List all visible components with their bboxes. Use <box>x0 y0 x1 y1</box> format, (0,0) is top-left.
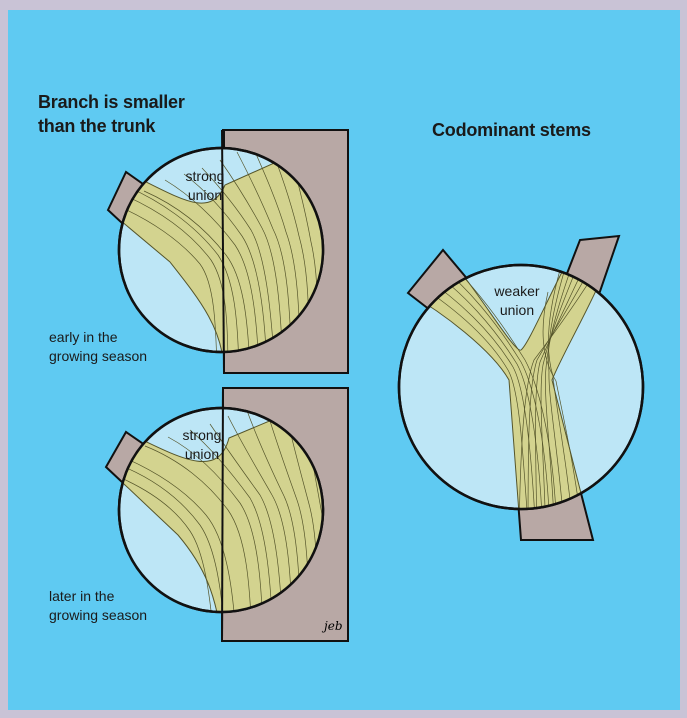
right-union-label-line-2: union <box>480 302 554 320</box>
bottom-union-label-line-2: union <box>165 446 239 464</box>
bottom-trunk-edge <box>222 388 223 641</box>
left-title-line-1: Branch is smaller <box>38 91 185 114</box>
right-title: Codominant stems <box>432 119 591 142</box>
top-season-label-line-2: growing season <box>49 348 147 366</box>
top-season-label-line-1: early in the <box>49 329 117 347</box>
bottom-union-label-line-1: strong <box>165 427 239 445</box>
artist-signature: jeb <box>321 619 343 633</box>
top-union-label-line-2: union <box>168 187 242 205</box>
top-union-label-line-1: strong <box>168 168 242 186</box>
bottom-season-label-line-1: later in the <box>49 588 114 606</box>
right-union-label-line-1: weaker <box>480 283 554 301</box>
left-title-line-2: than the trunk <box>38 115 155 138</box>
bottom-season-label-line-2: growing season <box>49 607 147 625</box>
codominant-diagram <box>399 236 643 540</box>
bottom-union-diagram <box>106 388 348 641</box>
top-union-diagram <box>108 130 348 373</box>
